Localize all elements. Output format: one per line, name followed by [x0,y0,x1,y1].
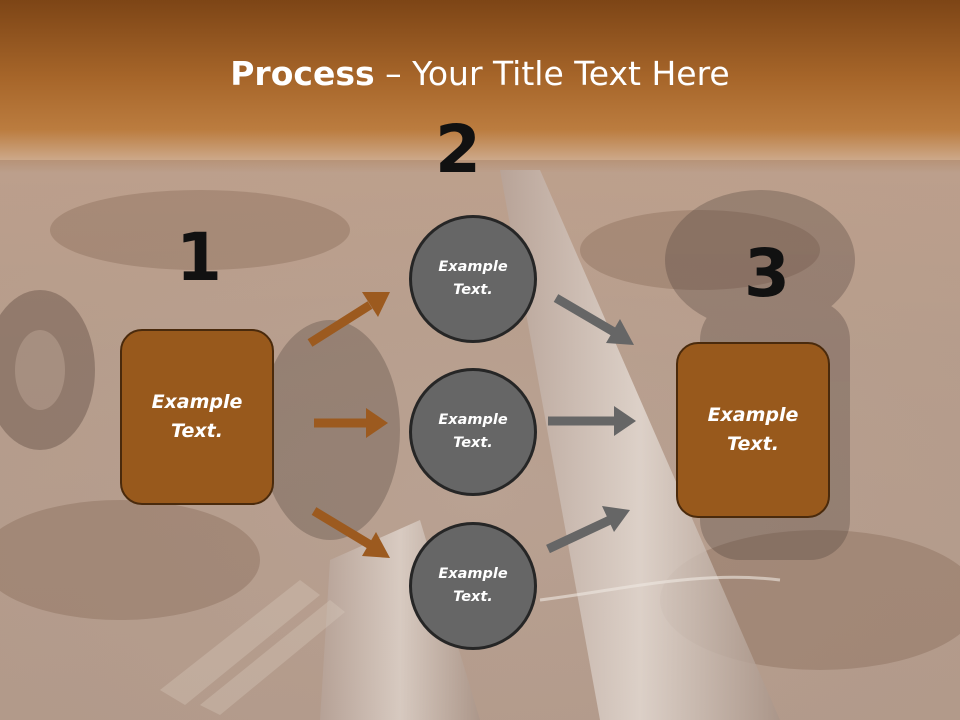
process-circle-bottom-label: Example Text. [438,566,508,605]
process-circle-middle[interactable]: Example Text. [409,368,537,496]
process-circle-top[interactable]: Example Text. [409,215,537,343]
arrow-box1-to-middle-circle [314,408,388,438]
step-number-2: 2 [435,111,481,188]
process-box-1[interactable]: Example Text. [120,329,274,505]
arrow-top-circle-to-box3 [553,294,634,345]
arrow-middle-circle-to-box3 [548,406,636,436]
process-box-3-label: Example Text. [707,404,799,455]
process-circle-middle-label: Example Text. [438,412,508,451]
arrow-box1-to-bottom-circle [311,507,390,558]
arrow-box1-to-top-circle [307,292,390,347]
step-number-3: 3 [744,235,790,312]
process-box-3[interactable]: Example Text. [676,342,830,518]
title-rest: – Your Title Text Here [374,54,730,93]
process-box-1-label: Example Text. [151,391,243,442]
step-number-1: 1 [176,219,222,296]
slide-title: Process – Your Title Text Here [0,52,960,96]
title-bold: Process [230,54,375,93]
arrow-bottom-circle-to-box3 [546,506,630,554]
process-circle-bottom[interactable]: Example Text. [409,522,537,650]
process-circle-top-label: Example Text. [438,259,508,298]
